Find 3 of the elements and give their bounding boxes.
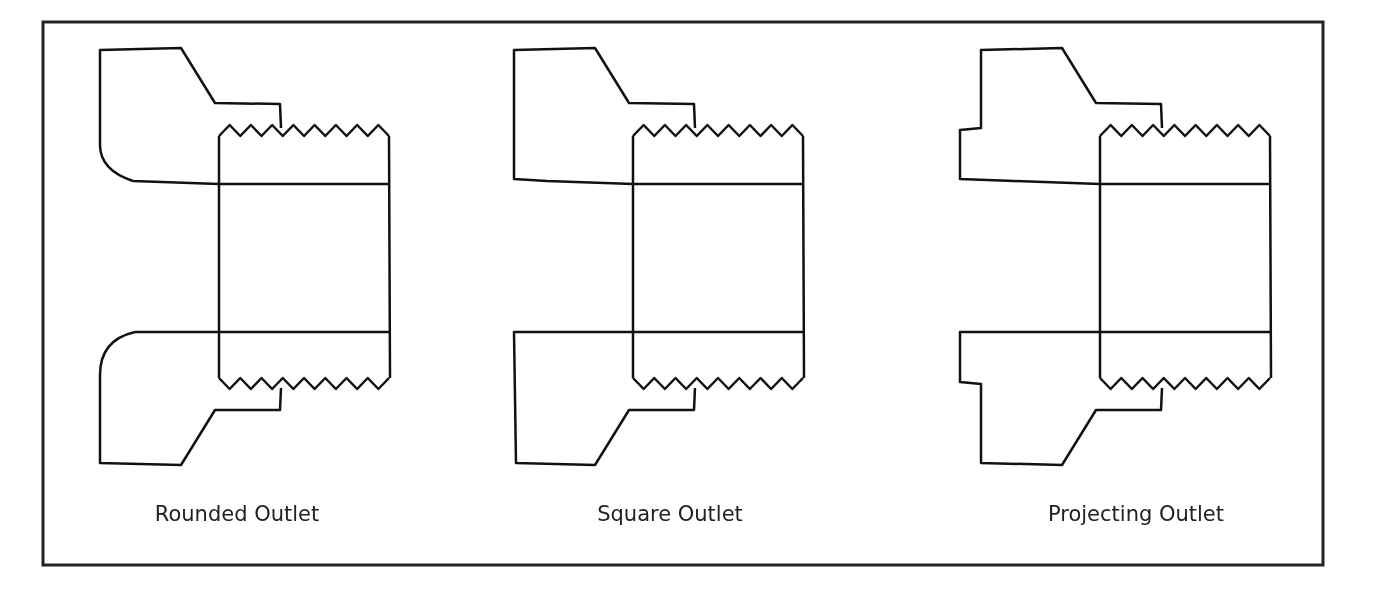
caption: Rounded Outlet <box>154 502 320 526</box>
caption: Projecting Outlet <box>1047 502 1225 526</box>
caption: Square Outlet <box>597 502 743 526</box>
